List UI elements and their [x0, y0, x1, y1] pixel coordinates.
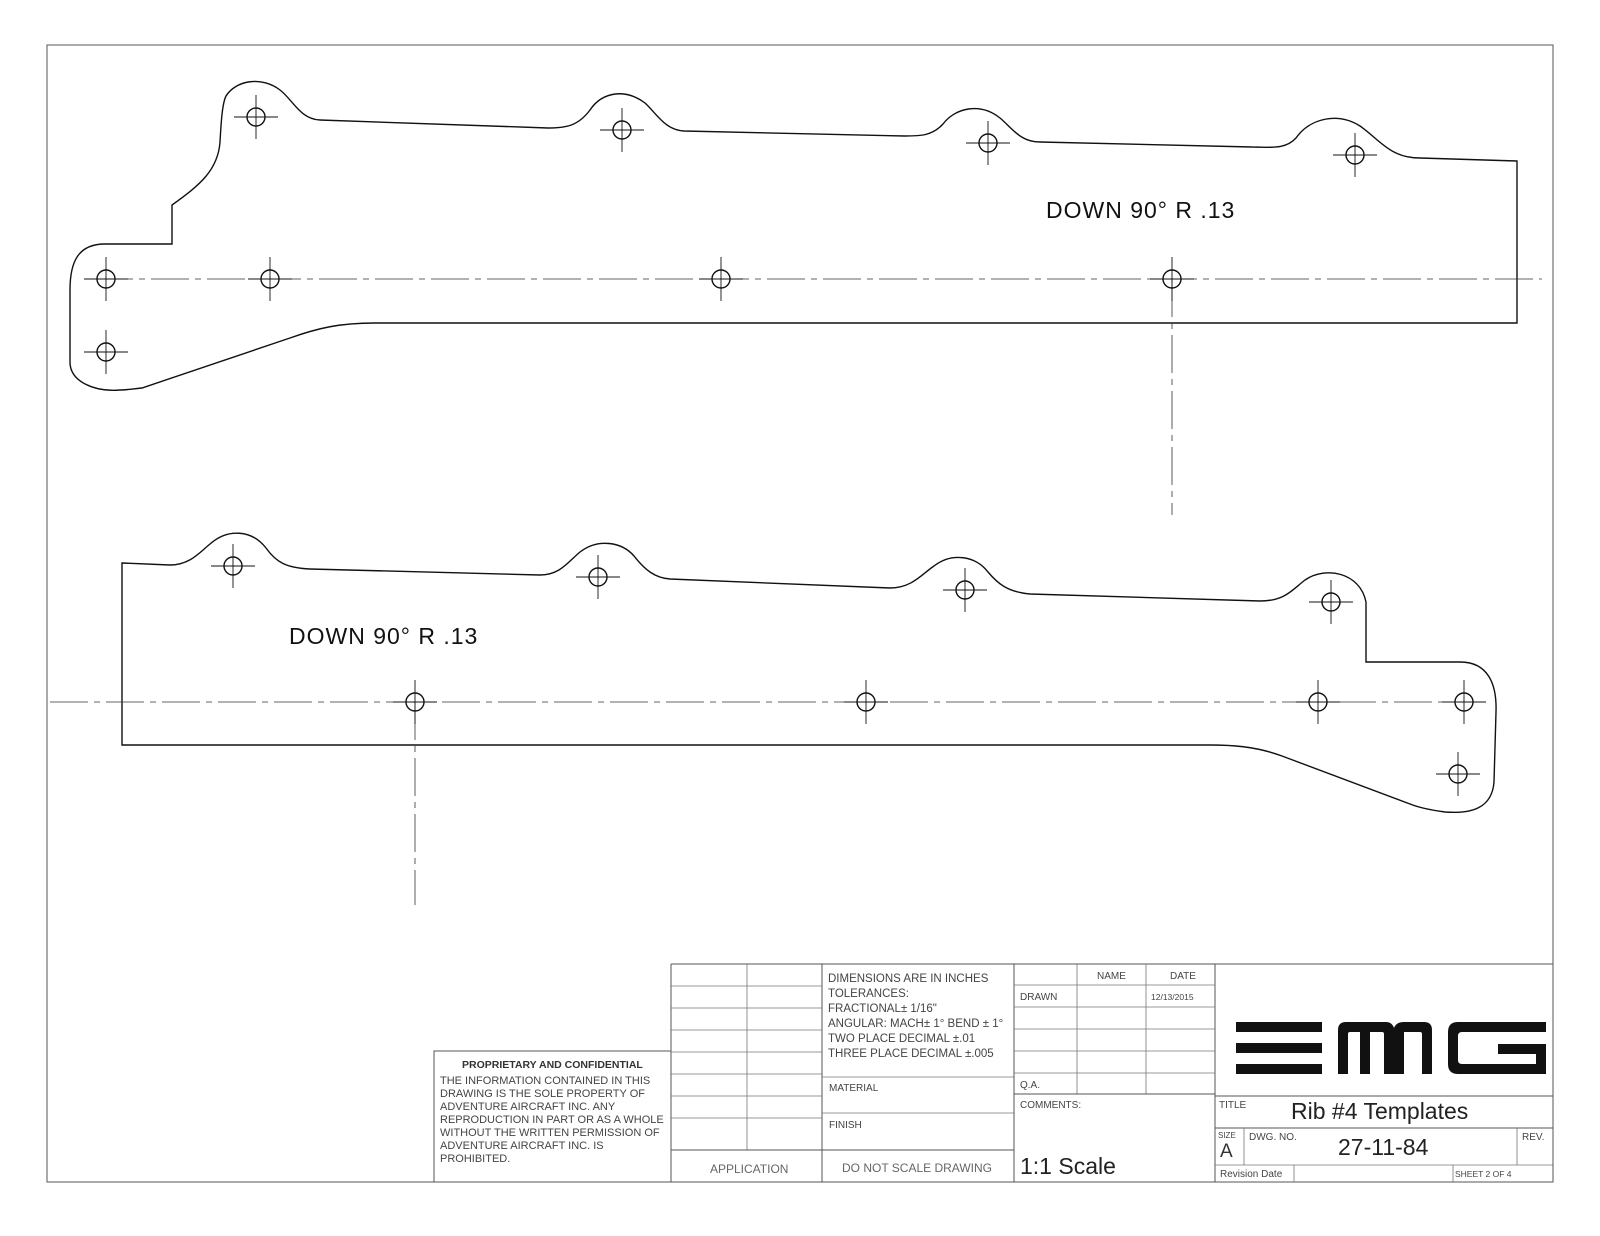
tolerance-line: DIMENSIONS ARE IN INCHES [828, 973, 989, 985]
size-label: SIZE [1218, 1131, 1236, 1140]
drawn-label: DRAWN [1020, 992, 1058, 1003]
revision-date-label: Revision Date [1220, 1169, 1283, 1180]
proprietary-line: ADVENTURE AIRCRAFT INC. IS [440, 1140, 604, 1152]
sheet-border [46, 44, 1554, 1183]
material-label: MATERIAL [829, 1083, 879, 1094]
proprietary-line: REPRODUCTION IN PART OR AS A WHOLE [440, 1114, 664, 1126]
rev-label: REV. [1522, 1132, 1545, 1143]
title-label: TITLE [1219, 1100, 1247, 1111]
tolerance-notes: DIMENSIONS ARE IN INCHES TOLERANCES: FRA… [828, 972, 1003, 1062]
name-header: NAME [1097, 971, 1126, 982]
proprietary-heading: PROPRIETARY AND CONFIDENTIAL [462, 1059, 643, 1071]
emg-logo [1236, 1022, 1546, 1074]
upper-bend-note: DOWN 90° R .13 [1046, 197, 1236, 223]
drawn-date: 12/13/2015 [1151, 992, 1194, 1002]
comments-label: COMMENTS: [1020, 1100, 1082, 1111]
proprietary-line: PROHIBITED. [440, 1153, 511, 1165]
date-header: DATE [1170, 971, 1196, 982]
lower-rib-template [50, 532, 1497, 905]
comments-value: 1:1 Scale [1020, 1153, 1116, 1179]
hole-marks [84, 95, 1486, 796]
proprietary-line: ADVENTURE AIRCRAFT INC. ANY [440, 1101, 616, 1113]
tolerance-line: THREE PLACE DECIMAL ±.005 [828, 1048, 994, 1060]
upper-rib-template [69, 80, 1542, 515]
do-not-scale-label: DO NOT SCALE DRAWING [842, 1161, 993, 1175]
proprietary-text: THE INFORMATION CONTAINED IN THIS DRAWIN… [440, 1075, 664, 1166]
tolerance-line: ANGULAR: MACH± 1° BEND ± 1° [828, 1018, 1004, 1030]
size-value: A [1220, 1141, 1233, 1162]
title-block-grid [433, 963, 1554, 1183]
tolerance-line: TOLERANCES: [828, 988, 909, 1000]
proprietary-line: THE INFORMATION CONTAINED IN THIS [440, 1075, 651, 1087]
dwg-no-value: 27-11-84 [1338, 1134, 1429, 1160]
finish-label: FINISH [829, 1120, 862, 1131]
lower-bend-note: DOWN 90° R .13 [289, 623, 479, 649]
proprietary-line: DRAWING IS THE SOLE PROPERTY OF [440, 1088, 645, 1100]
dwg-no-label: DWG. NO. [1249, 1132, 1297, 1143]
lower-template-outline [121, 532, 1497, 814]
application-label: APPLICATION [710, 1162, 789, 1176]
qa-label: Q.A. [1020, 1080, 1041, 1091]
proprietary-line: WITHOUT THE WRITTEN PERMISSION OF [440, 1127, 660, 1139]
drawing-title: Rib #4 Templates [1291, 1098, 1469, 1124]
sheet-label: SHEET 2 OF 4 [1455, 1169, 1512, 1179]
tolerance-line: FRACTIONAL± 1/16" [828, 1003, 937, 1015]
tolerance-line: TWO PLACE DECIMAL ±.01 [828, 1033, 976, 1045]
upper-template-outline [69, 80, 1518, 391]
